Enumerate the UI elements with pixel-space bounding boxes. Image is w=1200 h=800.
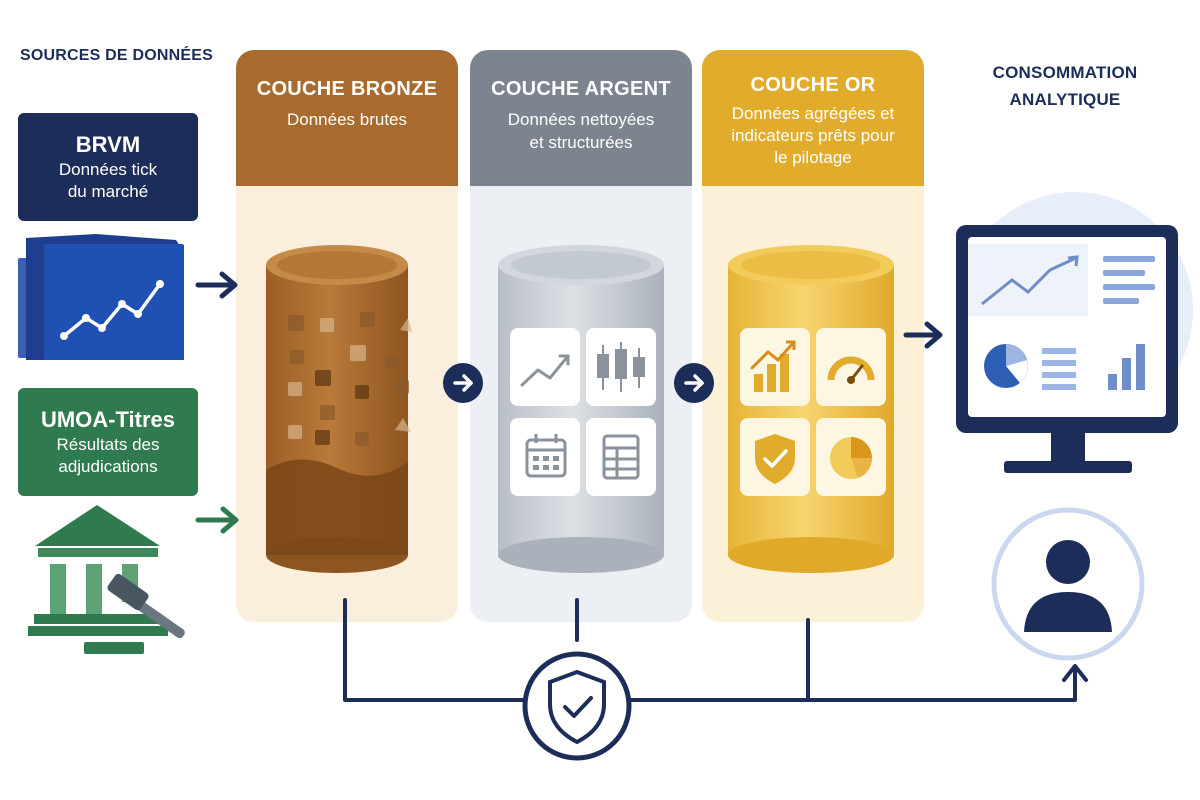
growth-bars-icon <box>750 340 796 392</box>
gold-description-line3: le pilotage <box>774 148 852 168</box>
gold-description-line1: Données agrégées et <box>731 104 895 123</box>
arrow-gold-to-dashboard <box>903 321 943 349</box>
user-icon <box>991 507 1145 661</box>
shield-check-icon <box>755 434 795 484</box>
arrow-bronze-to-silver <box>443 363 483 403</box>
bronze-title: COUCHE BRONZE <box>256 78 438 100</box>
silver-description: Données nettoyées et structurées <box>470 109 692 155</box>
bronze-description: Données brutes <box>286 110 408 129</box>
arrow-brvm-to-bronze <box>195 271 238 299</box>
stock-chart-icon <box>18 234 184 360</box>
gold-title: COUCHE OR <box>750 74 876 96</box>
silver-title: COUCHE ARGENT <box>491 78 671 100</box>
silver-tiles <box>510 328 656 496</box>
umoa-title: UMOA-Titres <box>40 407 176 433</box>
silver-cylinder <box>498 245 664 573</box>
gold-description-line2: indicateurs prêts pour <box>731 126 895 146</box>
line-chart-icon <box>520 354 570 387</box>
brvm-line1: Données tick <box>58 159 158 179</box>
arrow-umoa-to-bronze <box>195 506 239 534</box>
gauge-icon <box>827 356 875 384</box>
governance-shield-icon <box>522 651 632 761</box>
candlestick-icon <box>597 342 645 392</box>
pie-chart-icon <box>830 437 873 479</box>
spreadsheet-icon <box>602 434 640 480</box>
umoa-line2: adjudications <box>58 456 158 476</box>
arrow-silver-to-gold <box>674 363 714 403</box>
silver-description-line2: et structurées <box>529 132 633 152</box>
consumption-heading-line2: ANALYTIQUE <box>1009 90 1121 110</box>
monitor-dashboard-icon <box>956 192 1193 473</box>
calendar-icon <box>525 434 567 478</box>
umoa-source-box: UMOA-Titres Résultats des adjudications <box>18 388 198 496</box>
governance-connector <box>343 598 1088 702</box>
consumption-heading: CONSOMMATION ANALYTIQUE <box>965 62 1165 111</box>
gold-description: Données agrégées et indicateurs prêts po… <box>702 103 924 169</box>
brvm-title: BRVM <box>75 132 141 158</box>
bronze-layer-header: COUCHE BRONZE Données brutes <box>236 50 458 186</box>
bronze-cylinder <box>266 245 412 573</box>
brvm-line2: du marché <box>67 181 149 201</box>
silver-layer-header: COUCHE ARGENT Données nettoyées et struc… <box>470 50 692 186</box>
silver-description-line1: Données nettoyées <box>507 110 655 129</box>
gold-cylinder <box>728 245 894 573</box>
court-gavel-icon <box>28 505 185 654</box>
gold-tiles <box>740 328 886 496</box>
gold-layer-header: COUCHE OR Données agrégées et indicateur… <box>702 50 924 186</box>
umoa-line1: Résultats des <box>56 434 160 454</box>
brvm-source-box: BRVM Données tick du marché <box>18 113 198 221</box>
consumption-heading-line1: CONSOMMATION <box>992 63 1138 82</box>
sources-heading: SOURCES DE DONNÉES <box>20 47 213 64</box>
